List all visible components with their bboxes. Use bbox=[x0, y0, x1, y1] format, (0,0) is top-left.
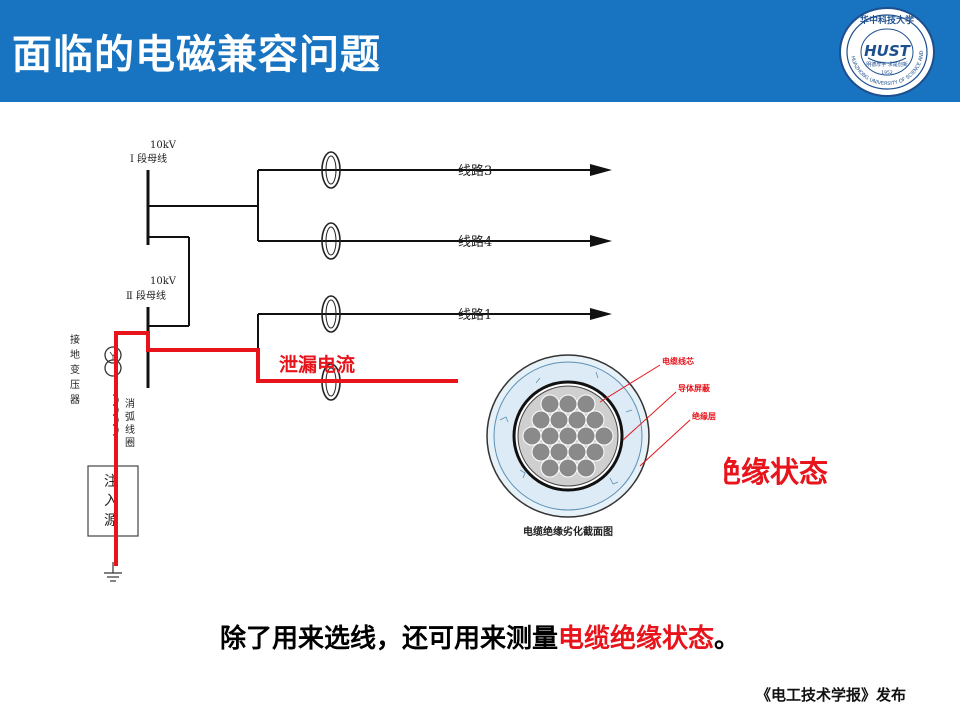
cable-inset-caption: 电缆绝缘劣化截面图 bbox=[523, 525, 613, 538]
inset-label-leaders bbox=[599, 364, 691, 467]
line3-label: 线路3 bbox=[458, 163, 492, 179]
cable-cross-section-icon bbox=[486, 354, 650, 518]
line1-ct-icon bbox=[321, 295, 341, 333]
bus2-name-label: Ⅱ 段母线 bbox=[126, 289, 166, 302]
arc-coil-label: 消 弧 线 圈 bbox=[125, 397, 135, 449]
seal-monogram: HUST bbox=[864, 42, 912, 60]
publisher-credit: 《电工技术学报》发布 bbox=[755, 686, 906, 704]
line3-ct-icon bbox=[321, 151, 341, 189]
seal-motto: 明德厚学 求是创新 bbox=[866, 61, 908, 68]
seal-year: 1952 bbox=[881, 70, 893, 76]
svg-text:压: 压 bbox=[70, 379, 80, 391]
summary-text-highlight: 电缆绝缘状态 bbox=[557, 624, 714, 654]
line4-arrow-icon bbox=[590, 235, 612, 247]
summary-sentence: 除了用来选线，还可用来测量电缆绝缘状态。 bbox=[0, 618, 960, 655]
bus1-name-label: Ⅰ 段母线 bbox=[130, 152, 167, 165]
grounding-transformer-icon bbox=[104, 346, 122, 377]
svg-text:接: 接 bbox=[70, 333, 80, 346]
ground-icon bbox=[104, 562, 122, 582]
svg-text:变: 变 bbox=[70, 363, 80, 376]
seal-top-text: 华中科技大学 bbox=[860, 14, 914, 26]
conductor-shield-label: 导体屏蔽 bbox=[678, 383, 711, 393]
injection-source-box bbox=[87, 465, 139, 537]
insulation-state-overlay-text: 绝缘状态 bbox=[712, 455, 828, 489]
title-bar: 面临的电磁兼容问题 华中科技大学 HUST 明德厚学 求是创新 1952 HUA… bbox=[0, 0, 960, 102]
line4-label: 线路4 bbox=[458, 234, 492, 250]
insulation-layer-label: 绝缘层 bbox=[692, 411, 716, 421]
grounding-transformer-label: 接 地 变 压 器 bbox=[70, 333, 80, 406]
line4-ct-icon bbox=[321, 222, 341, 260]
line1-arrow-icon bbox=[590, 308, 612, 320]
line3-arrow-icon bbox=[590, 164, 612, 176]
line1-label: 线路1 bbox=[458, 307, 492, 323]
leakage-current-label: 泄漏电流 bbox=[279, 353, 355, 376]
university-seal-icon: 华中科技大学 HUST 明德厚学 求是创新 1952 HUAZHONG UNIV… bbox=[838, 6, 935, 97]
svg-text:器: 器 bbox=[70, 394, 80, 406]
page-title: 面临的电磁兼容问题 bbox=[12, 32, 381, 78]
ground-fault-diagram: 10kV Ⅰ 段母线 线路3 线路4 10kV Ⅱ 段母线 线路1 接 地 变 … bbox=[70, 140, 828, 582]
svg-text:线: 线 bbox=[125, 423, 135, 436]
svg-text:弧: 弧 bbox=[125, 410, 135, 423]
bus1-voltage-label: 10kV bbox=[150, 140, 177, 151]
svg-text:地: 地 bbox=[70, 348, 80, 361]
cable-core-label: 电缆线芯 bbox=[662, 356, 694, 366]
leakage-current-path bbox=[114, 331, 458, 566]
bus2-voltage-label: 10kV bbox=[150, 276, 177, 287]
svg-text:圈: 圈 bbox=[125, 437, 135, 449]
summary-text-end: 。 bbox=[714, 624, 741, 654]
svg-text:消: 消 bbox=[125, 397, 135, 410]
summary-text-lead: 除了用来选线，还可用来测量 bbox=[219, 624, 558, 654]
